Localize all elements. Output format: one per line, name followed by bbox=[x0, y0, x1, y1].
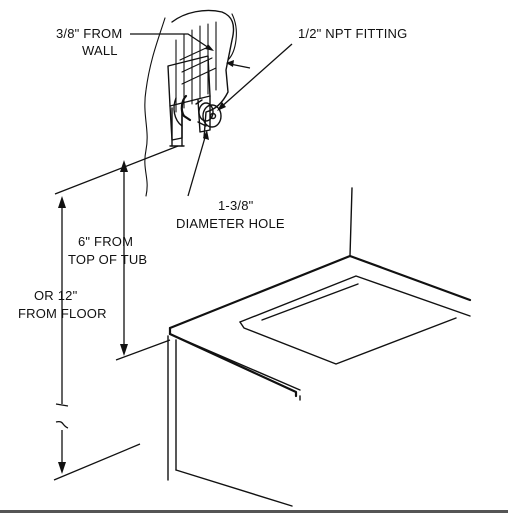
leader-arrows bbox=[130, 33, 293, 197]
hole-label-line2: DIAMETER HOLE bbox=[176, 216, 285, 231]
dimension-lines bbox=[53, 145, 179, 481]
floor-label-line2: FROM FLOOR bbox=[18, 306, 107, 321]
bathtub bbox=[167, 187, 472, 507]
top-of-tub-label-line2: TOP OF TUB bbox=[68, 252, 147, 267]
pipe-fitting-icon bbox=[195, 13, 237, 128]
floor-label-line1: OR 12" bbox=[34, 288, 78, 303]
from-wall-label-line2: WALL bbox=[82, 43, 118, 58]
npt-fitting-label: 1/2" NPT FITTING bbox=[298, 26, 407, 41]
hole-label-line1: 1-3/8" bbox=[218, 198, 254, 213]
from-wall-label-line1: 3/8" FROM bbox=[56, 26, 122, 41]
bottom-rule bbox=[0, 510, 508, 513]
top-of-tub-label-line1: 6" FROM bbox=[78, 234, 133, 249]
wall-bracket-icon bbox=[144, 9, 235, 197]
